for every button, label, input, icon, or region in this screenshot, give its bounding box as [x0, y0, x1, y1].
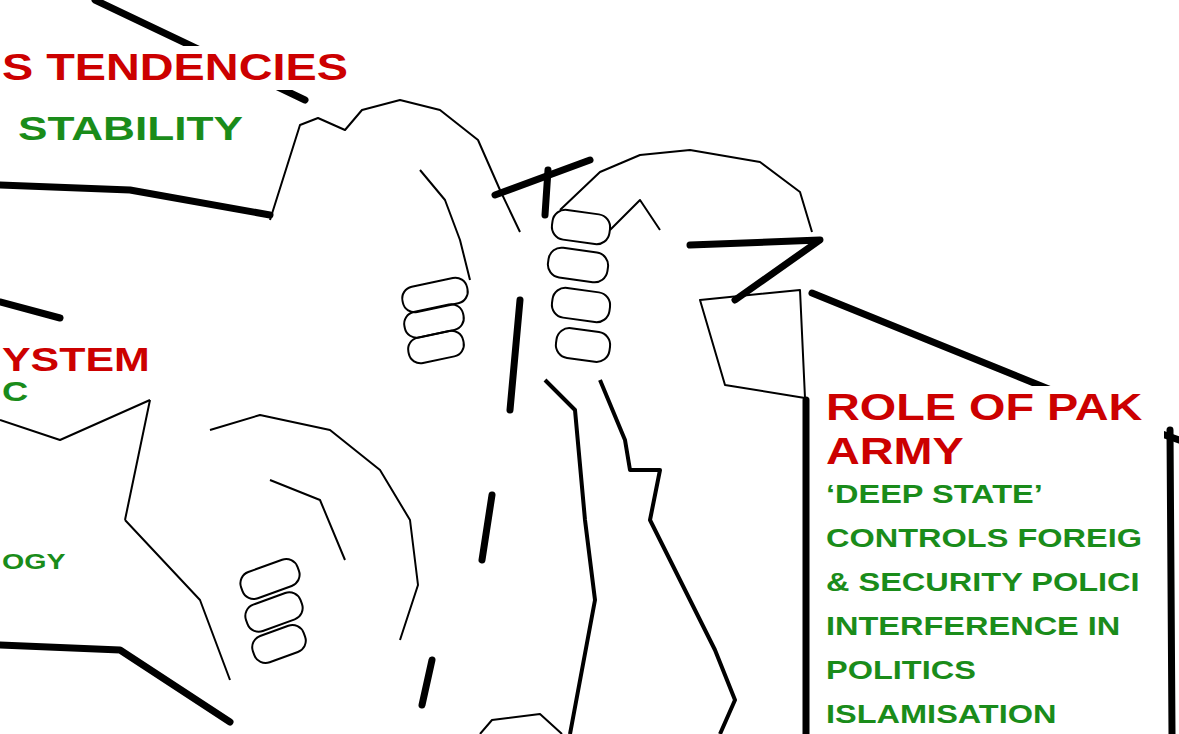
finger — [249, 622, 309, 667]
finger — [550, 286, 612, 324]
cuff — [700, 290, 805, 398]
arm-outline — [125, 400, 150, 520]
bullet-text: INTERFERENCE IN — [826, 611, 1120, 641]
fist-outline — [560, 150, 812, 232]
finger — [406, 328, 466, 365]
fist-outline — [210, 415, 418, 640]
bullet-text: ISLAMISATION — [826, 699, 1057, 729]
panel-border — [1170, 430, 1172, 734]
shade-stroke — [422, 660, 432, 705]
bullet-text: POLITICS — [826, 655, 976, 685]
fist-outline — [480, 714, 562, 734]
fist-outline — [420, 170, 470, 280]
fist-outline — [610, 200, 660, 230]
arm-border — [495, 160, 590, 195]
shade-stroke — [482, 495, 492, 560]
bullet-text: & SECURITY POLICI — [826, 567, 1140, 597]
wrist-line — [600, 380, 735, 734]
body-text: C — [2, 375, 28, 409]
panel-border — [803, 400, 810, 734]
panel-border — [0, 645, 230, 722]
text-panel: ROLE OF PAK ARMY ‘DEEP STATE’ CONTROLS FOR… — [822, 380, 1166, 731]
fist-outline — [270, 100, 520, 232]
heading-text: ROLE OF PAK ARMY — [826, 386, 1164, 474]
text-panel: YSTEMCOGY — [0, 330, 152, 578]
finger — [546, 246, 610, 284]
finger — [550, 208, 612, 246]
shade-stroke — [510, 300, 520, 410]
arm-border — [0, 185, 270, 215]
bullet-text: ‘DEEP STATE’ — [826, 479, 1043, 509]
arm-outline — [125, 520, 230, 680]
body-text: OGY — [2, 548, 66, 576]
text-panel: S TENDENCIES STABILITY — [0, 40, 350, 152]
shade-stroke — [545, 170, 548, 215]
wrist-line — [545, 380, 595, 734]
finger — [237, 556, 303, 603]
subheading-text: STABILITY — [18, 106, 243, 150]
heading-text: S TENDENCIES — [2, 46, 348, 90]
finger — [554, 326, 612, 363]
fist-outline — [270, 480, 345, 560]
finger — [242, 589, 306, 635]
panel-border — [0, 302, 60, 318]
bullet-text: CONTROLS FOREIG — [826, 523, 1142, 553]
